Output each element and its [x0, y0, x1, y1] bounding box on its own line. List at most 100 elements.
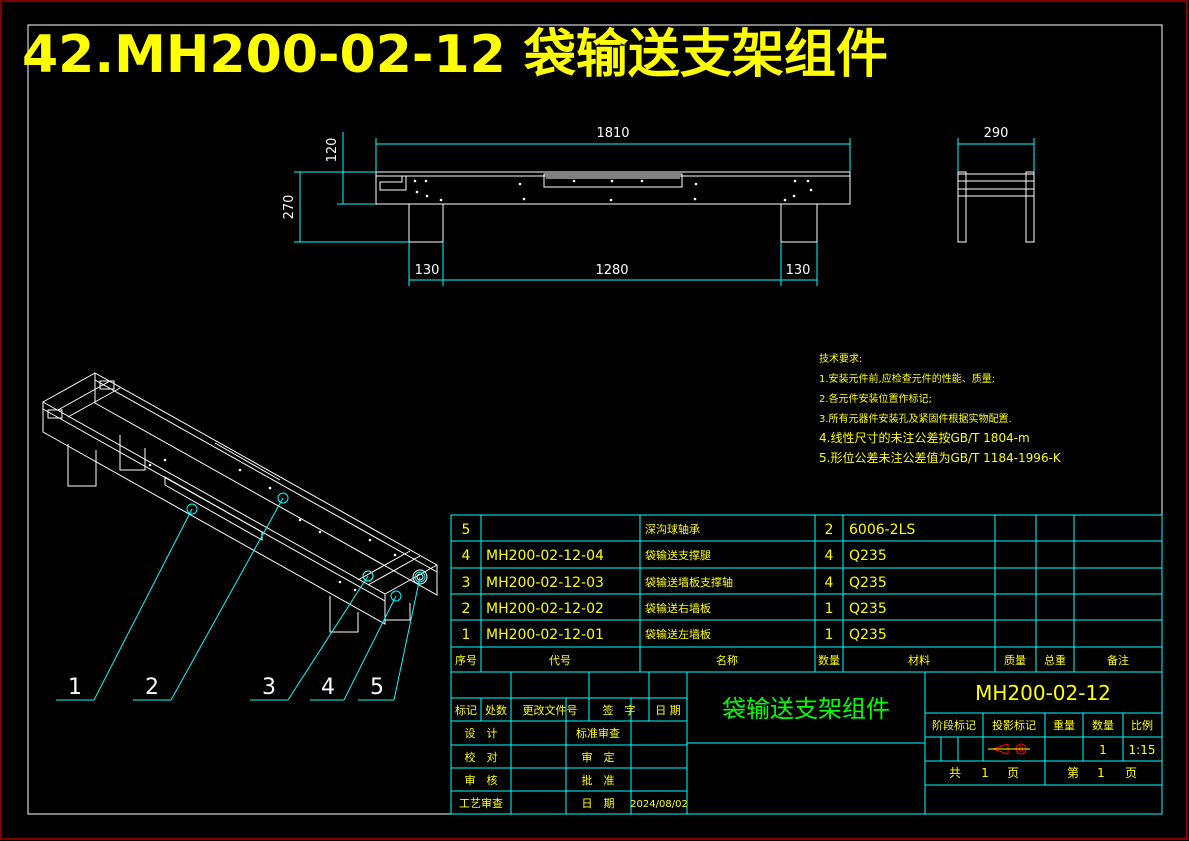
- side-view: [957, 171, 1035, 243]
- drawing-title: 42.MH200-02-12 袋输送支架组件: [22, 25, 888, 85]
- stage-header: 数量: [1092, 719, 1114, 732]
- tech-item: 3.所有元器件安装孔及紧固件根据实物配置.: [819, 412, 1012, 425]
- bom-code: MH200-02-12-02: [486, 601, 604, 617]
- rev-header: 处数: [485, 704, 507, 717]
- dim-1280: 1280: [595, 263, 628, 278]
- front-dimensions: [294, 132, 851, 286]
- page-info: 共 1 页 第 1 页: [949, 766, 1137, 780]
- title-block-lines: [450, 671, 1163, 815]
- revision-headers: 标记 处数 更改文件号 签 字 日 期: [455, 703, 681, 717]
- tech-item: 1.安装元件前,应检查元件的性能、质量;: [819, 372, 995, 385]
- bom-header-code: 代号: [549, 654, 571, 667]
- bom-no: 1: [462, 627, 471, 643]
- stage-header: 重量: [1053, 718, 1075, 732]
- tech-heading: 技术要求:: [819, 352, 862, 365]
- bom-code: MH200-02-12-03: [486, 575, 604, 591]
- sheet-label: 第: [1067, 766, 1079, 780]
- total-label: 共: [949, 766, 961, 780]
- bom-header-name: 名称: [716, 653, 738, 667]
- front-slot: [543, 173, 683, 188]
- bom-material: Q235: [849, 601, 887, 617]
- bom-qty: 4: [825, 575, 834, 591]
- bom-header-qty: 数量: [818, 654, 840, 667]
- bom-material: Q235: [849, 627, 887, 643]
- sign-label: 标准审查: [576, 726, 620, 740]
- bom-no: 3: [462, 575, 471, 591]
- bom-material: Q235: [849, 575, 887, 591]
- callout-1: 1: [68, 675, 82, 700]
- bom-no: 5: [462, 522, 471, 538]
- sign-rows: 设 计 校 对 审 核 工艺审查 标准审查 审 定 批 准 日 期 2024/0…: [459, 726, 688, 810]
- callout-5: 5: [370, 675, 384, 700]
- stage-header: 比例: [1131, 718, 1153, 732]
- page-unit: 页: [1125, 766, 1137, 780]
- bom-name: 袋输送支撑腿: [645, 548, 711, 562]
- projection-symbol-icon: [988, 743, 1030, 755]
- bom-header-no: 序号: [455, 653, 477, 667]
- sign-label: 批 准: [582, 773, 615, 787]
- sign-label: 日 期: [582, 797, 615, 810]
- sign-date: 2024/08/02: [630, 799, 688, 810]
- drawing-code: MH200-02-12: [975, 681, 1111, 705]
- callout-3: 3: [262, 675, 276, 700]
- bom-header-weight: 质量: [1004, 654, 1026, 667]
- stage-headers: 阶段标记 投影标记 重量 数量 比例 1 1:15: [932, 718, 1155, 757]
- page-unit: 页: [1007, 766, 1019, 780]
- bom-code: MH200-02-12-04: [486, 548, 604, 564]
- callout-2: 2: [145, 675, 159, 700]
- bom-no: 4: [462, 548, 471, 564]
- bom-name: 深沟球轴承: [645, 522, 700, 536]
- bom-name: 袋输送墙板支撑轴: [645, 575, 733, 589]
- rev-header: 日 期: [655, 704, 681, 717]
- tech-item: 4.线性尺寸的未注公差按GB/T 1804-m: [819, 430, 1030, 445]
- rev-header: 标记: [455, 703, 477, 717]
- sheet-no: 1: [1097, 766, 1105, 780]
- tech-item: 5.形位公差未注公差值为GB/T 1184-1996-K: [819, 450, 1062, 465]
- bom-rows: 5 深沟球轴承 2 6006-2LS 4 MH200-02-12-04 袋输送支…: [455, 522, 1129, 667]
- rev-header: 签 字: [603, 703, 636, 717]
- front-holes: [413, 179, 813, 202]
- bom-header-material: 材料: [908, 653, 930, 667]
- bom-code: MH200-02-12-01: [486, 627, 604, 643]
- sign-label: 校 对: [465, 750, 498, 764]
- dim-1810: 1810: [596, 126, 629, 141]
- bom-material: Q235: [849, 548, 887, 564]
- quantity-value: 1: [1099, 743, 1107, 757]
- bom-name: 袋输送左墙板: [645, 627, 711, 641]
- bom-no: 2: [462, 601, 471, 617]
- front-view: [375, 171, 851, 243]
- dim-120: 120: [325, 138, 340, 163]
- bom-header-total: 总重: [1044, 653, 1066, 667]
- bom-header-remark: 备注: [1107, 653, 1129, 667]
- iso-holes: [148, 458, 397, 592]
- rev-header: 更改文件号: [523, 703, 578, 717]
- total-pages: 1: [981, 766, 989, 780]
- bom-table: [450, 514, 1163, 673]
- bom-qty: 1: [825, 627, 834, 643]
- sign-label: 设 计: [465, 727, 498, 740]
- dim-290: 290: [984, 126, 1009, 141]
- stage-header: 投影标记: [992, 718, 1036, 732]
- sign-label: 工艺审查: [459, 796, 503, 810]
- sign-label: 审 核: [465, 773, 498, 787]
- isometric-view: [42, 372, 438, 633]
- dim-270: 270: [282, 195, 297, 220]
- scale-value: 1:15: [1129, 743, 1156, 757]
- side-dimensions: [957, 138, 1035, 172]
- front-beam: [375, 171, 851, 205]
- tech-item: 2.各元件安装位置作标记;: [819, 392, 932, 405]
- bom-qty: 4: [825, 548, 834, 564]
- callout-leaders: [56, 492, 426, 701]
- bom-name: 袋输送右墙板: [645, 601, 711, 615]
- front-hook: [379, 175, 407, 191]
- bom-material: 6006-2LS: [849, 522, 915, 538]
- front-leg-right: [780, 203, 818, 243]
- dim-130-right: 130: [786, 263, 811, 278]
- drawing-name: 袋输送支架组件: [722, 695, 890, 723]
- sign-label: 审 定: [582, 750, 615, 764]
- stage-header: 阶段标记: [932, 718, 976, 732]
- front-leg-left: [408, 203, 444, 243]
- callout-4: 4: [321, 675, 335, 700]
